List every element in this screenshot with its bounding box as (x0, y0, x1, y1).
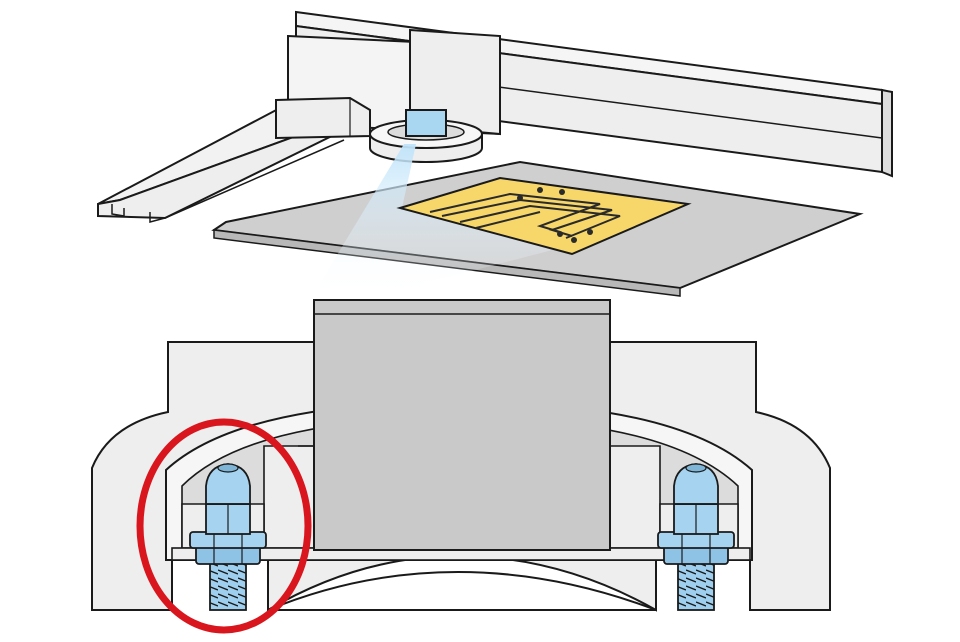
gantry-assembly (97, 10, 893, 223)
circuit-board-icon (396, 176, 692, 256)
core-block (298, 299, 611, 551)
carriage (275, 28, 501, 140)
red-circle-highlight (136, 418, 312, 634)
pogo-connector-right (657, 463, 735, 611)
pogo-connector-left (189, 463, 267, 611)
camera-beam (310, 144, 560, 300)
camera-head-icon (369, 109, 483, 163)
